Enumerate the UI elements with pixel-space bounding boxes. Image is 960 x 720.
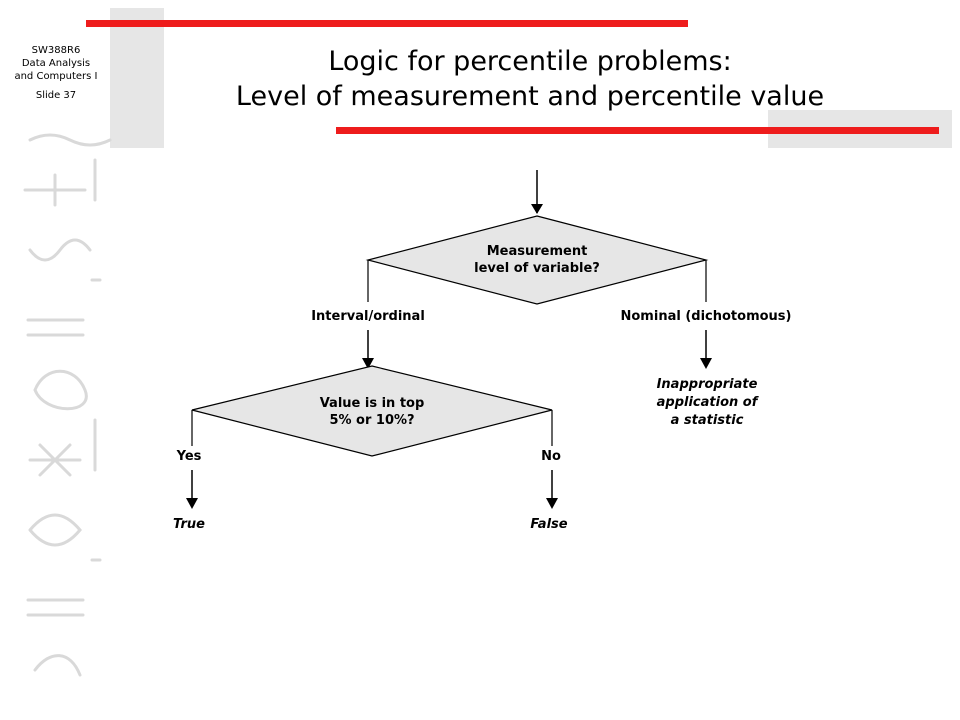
decision1-line-1: Measurement	[487, 244, 588, 259]
course-line-1: Data Analysis	[21, 58, 91, 69]
outcome-inappropriate-line-3: a statistic	[671, 413, 744, 428]
top-accent-bar	[86, 20, 688, 27]
left-branch-arrowhead	[362, 358, 374, 369]
course-line-2: and Computers I	[14, 71, 98, 82]
title-line-1: Logic for percentile problems:	[328, 46, 732, 77]
branch-label-nominal: Nominal (dichotomous)	[621, 309, 792, 324]
outcome-false: False	[530, 517, 567, 532]
bottom-accent-bar	[336, 127, 939, 134]
outcome-inappropriate-line-2: application of	[657, 395, 760, 410]
percentile-value-decision	[191, 365, 553, 457]
course-code: SW388R6	[31, 45, 81, 56]
formula-watermark	[23, 133, 112, 677]
branch-label-interval-ordinal: Interval/ordinal	[311, 309, 425, 324]
outcome-true: True	[173, 517, 205, 532]
decision2-line-2: 5% or 10%?	[329, 413, 414, 428]
course-info: SW388R6 Data Analysis and Computers I Sl…	[6, 44, 106, 102]
right-branch-arrowhead	[700, 358, 712, 369]
no-arrowhead	[546, 498, 558, 509]
page-title: Logic for percentile problems: Level of …	[110, 44, 950, 114]
no-label: No	[541, 449, 561, 464]
entry-arrowhead	[531, 204, 543, 214]
header-gray-block-left	[110, 8, 164, 148]
decision1-line-2: level of variable?	[474, 261, 600, 276]
measurement-level-decision	[365, 215, 709, 305]
decision2-line-1: Value is in top	[320, 396, 425, 411]
outcome-inappropriate-line-1: Inappropriate	[657, 377, 758, 392]
yes-label: Yes	[176, 449, 202, 464]
yes-arrowhead	[186, 498, 198, 509]
title-line-2: Level of measurement and percentile valu…	[235, 81, 825, 112]
slide-number: Slide 37	[35, 90, 77, 101]
